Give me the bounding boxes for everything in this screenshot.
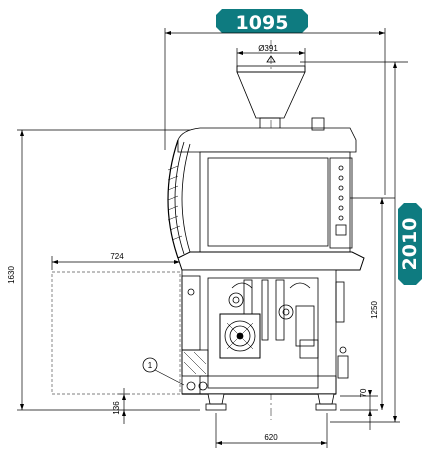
- base-height-label: 136: [112, 401, 121, 415]
- foot-height-label: 70: [359, 388, 368, 397]
- callout-number: 1: [148, 361, 153, 370]
- height-badge-shape: [398, 203, 422, 285]
- callout-1: 1: [142, 357, 185, 386]
- side-extension-outline: [51, 271, 181, 395]
- dimension-arrows: [20, 31, 397, 445]
- table-height-label: 1250: [370, 301, 379, 319]
- hopper-diameter-label: Ø391: [258, 44, 278, 53]
- width-badge-label: 1095: [236, 12, 289, 34]
- height-badge-label: 2010: [399, 218, 421, 271]
- machine-body: [167, 55, 365, 411]
- foot-span-label: 620: [264, 433, 278, 442]
- width-badge: 1095: [216, 9, 308, 34]
- height-badge: 2010: [398, 203, 422, 285]
- callout-circle: [142, 357, 158, 373]
- overall-height-label: 1630: [7, 266, 16, 284]
- callout-leader: [154, 369, 185, 386]
- side-width-label: 724: [110, 252, 124, 261]
- width-badge-shape: [216, 9, 308, 33]
